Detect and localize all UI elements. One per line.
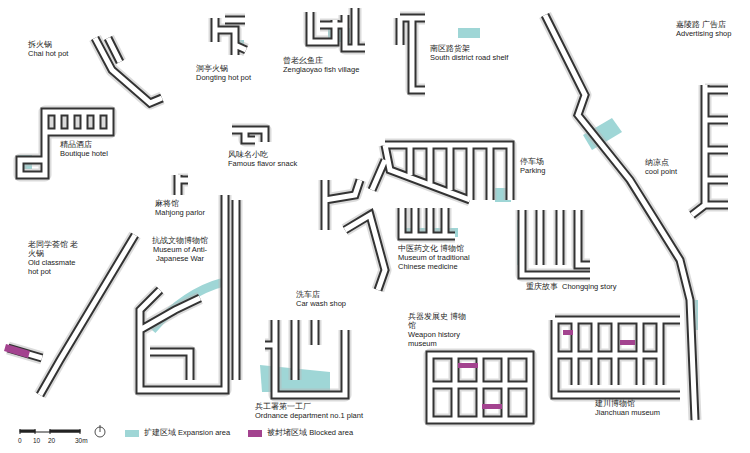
plan-label: 兵工署第一工厂Ordnance department no.1 plant — [255, 402, 363, 420]
english-name: Zenglaoyao fish village — [283, 65, 359, 74]
english-name: Mahjong parlor — [155, 208, 205, 217]
legend-text: 扩建区域 Expansion area — [144, 428, 230, 438]
chinese-name: 重庆故事 — [526, 282, 558, 291]
legend-text: 被封堵区域 Blocked area — [267, 428, 353, 438]
scale-number: 20 — [48, 437, 55, 444]
plan-label: 中医药文化 博物馆Museum of traditional Chinese m… — [398, 244, 474, 271]
legend: 扩建区域 Expansion area 被封堵区域 Blocked area — [125, 428, 353, 438]
plan-label: 老同学荟馆 老火锅Old classmate hot pot — [28, 240, 86, 276]
english-name: Ordnance department no.1 plant — [255, 411, 363, 420]
chinese-name: 停车场 — [520, 157, 545, 166]
english-name: South district road shelf — [430, 53, 508, 62]
plan-label: 拆火锅Chai hot pot — [28, 40, 68, 58]
english-name: Chai hot pot — [28, 49, 68, 58]
plan-label: 重庆故事 Chongqing story — [526, 282, 617, 291]
legend-item: 被封堵区域 Blocked area — [248, 428, 353, 438]
legend-swatch — [125, 430, 139, 437]
plan-label: 风味名小吃Famous flavor snack — [228, 150, 297, 168]
english-name: Museum of Anti-Japanese War — [143, 245, 217, 263]
plan-label: 曾老幺鱼庄Zenglaoyao fish village — [283, 56, 359, 74]
chinese-name: 洗车店 — [296, 290, 346, 299]
english-name: Old classmate hot pot — [28, 258, 86, 276]
chinese-name: 兵器发展史 博物馆 — [408, 312, 468, 330]
chinese-name: 精品酒店 — [60, 140, 108, 149]
chinese-name: 中医药文化 博物馆 — [398, 244, 474, 253]
scale-bar — [20, 429, 80, 434]
plan-label: 嘉陵路 广告店Advertising shop — [676, 20, 731, 38]
chinese-name: 风味名小吃 — [228, 150, 297, 159]
legend-swatch — [248, 430, 262, 437]
tunnel-halo — [8, 8, 728, 420]
chinese-name: 洞亭火锅 — [196, 64, 251, 73]
legend-item: 扩建区域 Expansion area — [125, 428, 230, 438]
plan-label: 兵器发展史 博物馆Weapon history museum — [408, 312, 468, 348]
plan-label: 停车场Parking — [520, 157, 545, 175]
english-name: cool point — [645, 167, 677, 176]
plan-label: 洗车店Car wash shop — [296, 290, 346, 308]
scale-number: 30m — [75, 437, 88, 444]
plan-label: 抗战文物博物馆Museum of Anti-Japanese War — [143, 236, 217, 263]
plan-label: 精品酒店Boutique hotel — [60, 140, 108, 158]
chinese-name: 嘉陵路 广告店 — [676, 20, 731, 29]
plan-label: 麻将馆Mahjong parlor — [155, 199, 205, 217]
plan-label: 南区路货架South district road shelf — [430, 44, 508, 62]
english-name: Weapon history museum — [408, 330, 468, 348]
english-name: Boutique hotel — [60, 149, 108, 158]
english-name: Dongting hot pot — [196, 73, 251, 82]
chinese-name: 老同学荟馆 老火锅 — [28, 240, 86, 258]
chinese-name: 拆火锅 — [28, 40, 68, 49]
tunnel-floor — [8, 8, 728, 420]
chinese-name: 建川博物馆 — [595, 399, 660, 408]
plan-label: 洞亭火锅Dongting hot pot — [196, 64, 251, 82]
scale-number: 10 — [33, 437, 40, 444]
english-name: Parking — [520, 166, 545, 175]
english-name: Advertising shop — [676, 29, 731, 38]
chinese-name: 麻将馆 — [155, 199, 205, 208]
chinese-name: 曾老幺鱼庄 — [283, 56, 359, 65]
tunnel-wall — [8, 8, 728, 420]
english-name: Chongqing story — [562, 282, 617, 291]
plan-label: 纳凉点cool point — [645, 158, 677, 176]
blocked-areas — [4, 330, 635, 409]
english-name: Museum of traditional Chinese medicine — [398, 253, 474, 271]
scale-number: 0 — [18, 437, 22, 444]
english-name: Jianchuan museum — [595, 408, 660, 417]
chinese-name: 南区路货架 — [430, 44, 508, 53]
north-arrow — [95, 425, 105, 437]
english-name: Car wash shop — [296, 299, 346, 308]
chinese-name: 抗战文物博物馆 — [143, 236, 217, 245]
plan-label: 建川博物馆Jianchuan museum — [595, 399, 660, 417]
chinese-name: 兵工署第一工厂 — [255, 402, 363, 411]
english-name: Famous flavor snack — [228, 159, 297, 168]
chinese-name: 纳凉点 — [645, 158, 677, 167]
